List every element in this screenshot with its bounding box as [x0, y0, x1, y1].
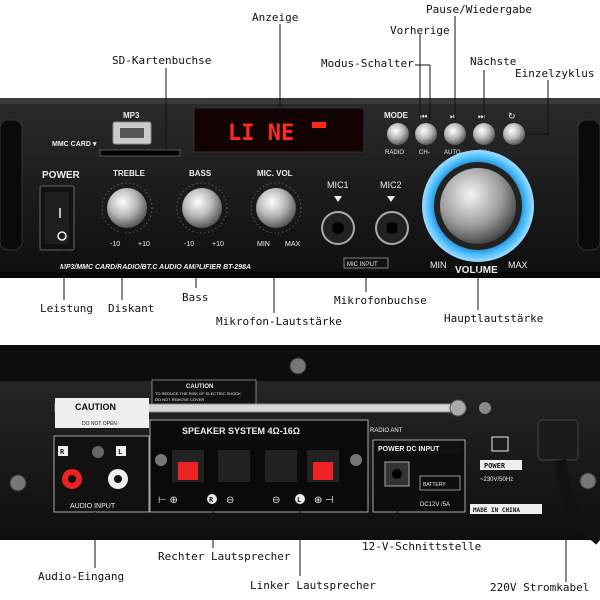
- mic-vol-label: MIC. VOL: [257, 169, 293, 178]
- front-panel: MP3 MMC CARD ▾ POWER TREBLE BASS MIC. VO…: [0, 98, 600, 278]
- callout-12v-schnittstelle: 12-V-Schnittstelle: [362, 540, 482, 553]
- radio-label: RADIO: [385, 150, 404, 156]
- callout-bass: Bass: [182, 291, 209, 304]
- callout-diskant: Diskant: [108, 302, 155, 315]
- right-speaker-r-label: R: [209, 496, 214, 504]
- volume-label: VOLUME: [455, 265, 498, 276]
- ch-minus-label: CH-: [419, 150, 430, 156]
- audio-r-label: R: [60, 448, 65, 456]
- screw-top: [289, 357, 307, 375]
- caution-label: CAUTION: [75, 402, 116, 412]
- audio-input-right-jack[interactable]: [62, 469, 82, 489]
- right-speaker-terminal[interactable]: [172, 450, 204, 482]
- left-speaker-l-label: L: [297, 496, 301, 504]
- repeat-icon: ↻: [508, 111, 516, 121]
- callout-rechter-lautsprecher: Rechter Lautsprecher: [158, 550, 291, 563]
- display-text: LI NE: [228, 121, 294, 146]
- callout-audio-eingang: Audio-Eingang: [38, 570, 125, 583]
- audio-input-label: AUDIO INPUT: [70, 503, 116, 510]
- dc-12v-jack[interactable]: [384, 461, 410, 487]
- mic-volume-knob[interactable]: [250, 182, 302, 234]
- do-not-open-label: DO NOT OPEN: [82, 421, 117, 427]
- play-pause-button[interactable]: [444, 123, 466, 145]
- treble-min-label: -10: [110, 241, 120, 248]
- next-button[interactable]: [473, 123, 495, 145]
- play-pause-icon: ⏯: [450, 112, 456, 121]
- mains-power-label: POWER: [484, 462, 506, 470]
- callout-naechste: Nächste: [470, 55, 517, 68]
- bass-min-label: -10: [184, 241, 194, 248]
- voltage-label: ~230V/50Hz: [480, 477, 513, 483]
- auto-label: AUTO: [444, 150, 461, 156]
- callout-stromkabel: 220V Stromkabel: [490, 581, 590, 594]
- mmc-card-label: MMC CARD ▾: [52, 141, 97, 148]
- screw-left: [9, 474, 27, 492]
- callout-modus-schalter: Modus-Schalter: [321, 57, 414, 70]
- mic1-jack[interactable]: [321, 211, 355, 245]
- mode-label: MODE: [384, 111, 409, 120]
- audio-l-label: L: [118, 448, 122, 456]
- dc-rating-label: DC12V /5A: [420, 502, 450, 508]
- bass-label: BASS: [189, 169, 212, 178]
- screw-right: [579, 472, 597, 490]
- left-speaker-minus: ⊖: [272, 495, 280, 506]
- display: [193, 107, 365, 153]
- callout-lines: [63, 16, 567, 582]
- callout-hauptlautstaerke: Hauptlautstärke: [444, 312, 544, 325]
- repeat-button[interactable]: [503, 123, 525, 145]
- battery-label: BATTERY: [423, 482, 446, 488]
- callout-pause-wiedergabe: Pause/Wiedergabe: [426, 3, 532, 16]
- volume-min-label: MIN: [430, 260, 447, 270]
- treble-max-label: +10: [138, 241, 150, 248]
- left-speaker-plus: ⊕ ⊣: [314, 495, 334, 506]
- prev-icon: ⏮: [420, 112, 427, 121]
- left-speaker-terminal[interactable]: [307, 450, 339, 482]
- mic2-jack[interactable]: [375, 211, 409, 245]
- speaker-system-label: SPEAKER SYSTEM 4Ω-16Ω: [182, 426, 300, 436]
- bass-knob[interactable]: [176, 182, 228, 234]
- mic1-label: MIC1: [327, 180, 349, 190]
- callout-mikrofon-lautstaerke: Mikrofon-Lautstärke: [216, 315, 342, 328]
- audio-input-left-jack[interactable]: [108, 469, 128, 489]
- callout-leistung: Leistung: [40, 302, 93, 315]
- callout-einzelzyklus: Einzelzyklus: [515, 67, 595, 80]
- main-volume-knob[interactable]: [422, 150, 534, 262]
- volume-max-label: MAX: [508, 260, 528, 270]
- mic2-label: MIC2: [380, 180, 402, 190]
- power-cable[interactable]: [537, 419, 600, 545]
- power-label: POWER: [42, 170, 81, 181]
- mp3-label: MP3: [123, 111, 140, 120]
- treble-label: TREBLE: [113, 169, 146, 178]
- right-speaker-plus: ⊢ ⊕: [158, 495, 178, 506]
- mode-button[interactable]: [387, 123, 409, 145]
- next-icon: ⏭: [478, 112, 485, 121]
- mic-input-label: MIC INPUT: [347, 262, 378, 268]
- right-handle: [577, 119, 600, 251]
- bass-max-label: +10: [212, 241, 224, 248]
- callout-mikrofonbuchse: Mikrofonbuchse: [334, 294, 427, 307]
- prev-button[interactable]: [415, 123, 437, 145]
- mic-vol-min-label: MIN: [257, 241, 270, 248]
- callout-vorherige: Vorherige: [390, 24, 450, 37]
- radio-ant-label: RADIO ANT: [370, 428, 403, 434]
- caution-box-line1: TO REDUCE THE RISK OF ELECTRIC SHOCK: [155, 391, 241, 396]
- sd-card-slot[interactable]: [99, 149, 181, 157]
- callout-linker-lautsprecher: Linker Lautsprecher: [250, 579, 376, 592]
- caution-box-title: CAUTION: [186, 384, 213, 390]
- treble-knob[interactable]: [101, 182, 153, 234]
- right-speaker-minus: ⊖: [226, 495, 234, 506]
- caution-box-line2: DO NOT REMOVE COVER: [155, 397, 204, 402]
- callout-anzeige: Anzeige: [252, 11, 299, 24]
- mic-vol-max-label: MAX: [285, 241, 301, 248]
- callout-sd-kartenbuchse: SD-Kartenbuchse: [112, 54, 212, 67]
- made-in-label: MADE IN CHINA: [473, 507, 520, 514]
- left-handle: [0, 119, 23, 251]
- power-dc-input-label: POWER DC INPUT: [378, 446, 440, 453]
- model-strip: MP3/MMC CARD/RADIO/BT.C AUDIO AMPLIFIER …: [60, 264, 251, 271]
